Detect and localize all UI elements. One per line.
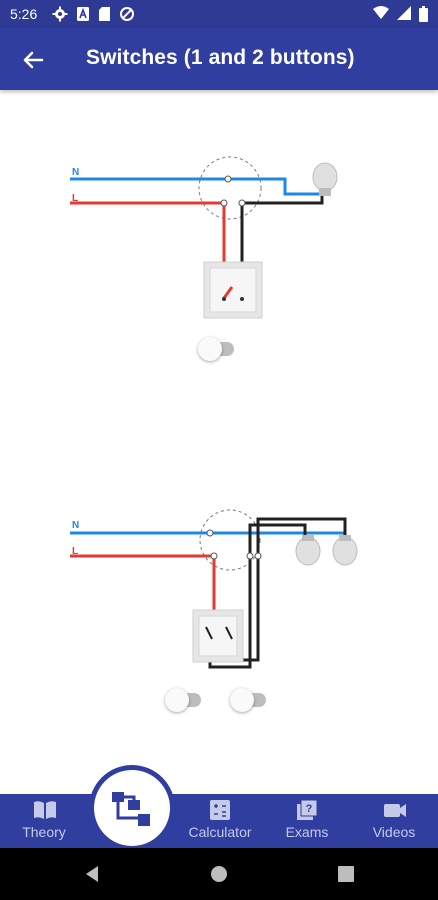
junction-box <box>198 156 262 220</box>
junction-box-2 <box>199 509 261 571</box>
battery-icon <box>419 6 428 22</box>
settings-icon <box>52 6 68 22</box>
live-label: L <box>72 193 78 204</box>
nav-theory[interactable]: Theory <box>0 794 88 848</box>
switch-toggle-2[interactable] <box>165 688 205 712</box>
light-bulb-icon <box>332 535 358 566</box>
toggle-thumb <box>230 688 254 712</box>
bottom-navigation: Theory Calculator ? Exams Videos <box>0 794 438 848</box>
system-recents-icon[interactable] <box>336 864 356 884</box>
nav-exams[interactable]: ? Exams <box>264 794 350 848</box>
signal-icon <box>397 6 411 20</box>
diagrams-fab-container <box>88 764 176 852</box>
neutral-label: N <box>72 167 79 178</box>
nav-calculator-label: Calculator <box>188 824 252 840</box>
double-switch-plate <box>192 609 244 663</box>
nav-theory-label: Theory <box>22 824 66 840</box>
nav-calculator[interactable]: Calculator <box>176 794 264 848</box>
neutral-wire <box>70 177 320 196</box>
page-title: Switches (1 and 2 buttons) <box>86 46 355 69</box>
light-bulb-icon <box>295 535 321 566</box>
status-icons-right <box>373 6 428 22</box>
notification-a-icon <box>77 7 89 21</box>
diagrams-button[interactable] <box>94 770 170 846</box>
nav-videos[interactable]: Videos <box>350 794 438 848</box>
single-switch-diagram: N L <box>70 156 338 319</box>
system-home-icon[interactable] <box>209 864 229 884</box>
toggle-thumb <box>165 688 189 712</box>
single-switch-plate <box>203 261 263 319</box>
nav-videos-label: Videos <box>372 824 416 840</box>
video-camera-icon <box>384 804 406 817</box>
data-saver-icon <box>120 7 134 21</box>
live-wire <box>70 201 226 298</box>
wifi-icon <box>373 6 389 19</box>
system-back-icon[interactable] <box>82 864 102 884</box>
live-label-2: L <box>72 546 78 557</box>
neutral-label-2: N <box>72 520 79 531</box>
quiz-icon: ? <box>297 799 318 820</box>
svg-text:?: ? <box>306 803 313 815</box>
calculator-icon <box>210 800 230 820</box>
status-bar: 5:26 <box>0 0 438 28</box>
app-bar: Switches (1 and 2 buttons) <box>0 28 438 90</box>
sd-card-icon <box>99 7 110 21</box>
toggle-thumb <box>198 337 222 361</box>
back-arrow-icon[interactable] <box>18 45 48 75</box>
double-switch-diagram: N L <box>70 509 358 669</box>
status-time: 5:26 <box>10 6 38 22</box>
system-navigation-bar <box>0 848 438 900</box>
switch-toggle-3[interactable] <box>230 688 270 712</box>
book-icon <box>34 801 56 819</box>
light-bulb-icon <box>312 162 338 196</box>
return-wire <box>240 192 324 298</box>
status-icons-left <box>52 6 135 22</box>
switch-toggle-1[interactable] <box>198 337 238 361</box>
nav-exams-label: Exams <box>285 824 329 840</box>
schema-icon <box>112 792 150 826</box>
